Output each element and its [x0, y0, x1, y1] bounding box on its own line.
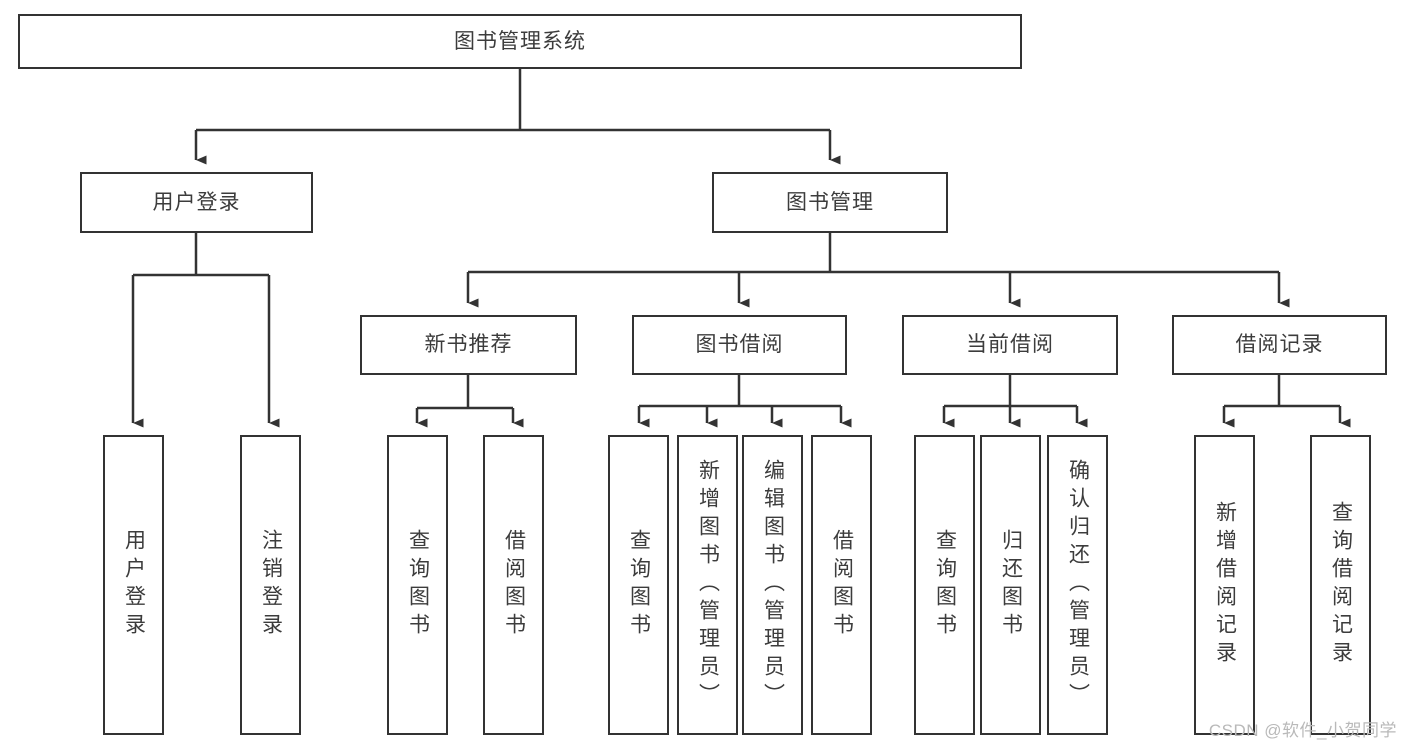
node-label: 借阅图书: [502, 529, 526, 641]
node-user-login[interactable]: 用户登录: [80, 172, 313, 233]
leaf-borrow-record-add[interactable]: 新增借阅记录: [1194, 435, 1255, 735]
node-label: 查询借阅记录: [1329, 501, 1353, 669]
leaf-borrow-record-query[interactable]: 查询借阅记录: [1310, 435, 1371, 735]
node-book-management[interactable]: 图书管理: [712, 172, 948, 233]
node-label: 新书推荐: [424, 333, 513, 357]
node-label: 借阅图书: [830, 529, 854, 641]
leaf-current-borrow-query[interactable]: 查询图书: [914, 435, 975, 735]
node-book-borrow[interactable]: 图书借阅: [632, 315, 847, 375]
leaf-book-borrow-borrow[interactable]: 借阅图书: [811, 435, 872, 735]
node-label: 确认归还（管理员）: [1066, 459, 1090, 711]
node-label: 新增图书（管理员）: [696, 459, 720, 711]
node-label: 编辑图书（管理员）: [761, 459, 785, 711]
node-label: 当前借阅: [966, 333, 1054, 357]
node-label: 归还图书: [999, 529, 1023, 641]
node-new-book-recommend[interactable]: 新书推荐: [360, 315, 577, 375]
node-label: 查询图书: [627, 529, 651, 641]
leaf-new-book-borrow[interactable]: 借阅图书: [483, 435, 544, 735]
node-label: 图书管理系统: [454, 29, 586, 53]
node-current-borrow[interactable]: 当前借阅: [902, 315, 1118, 375]
node-label: 图书借阅: [695, 333, 784, 357]
node-borrow-record[interactable]: 借阅记录: [1172, 315, 1387, 375]
leaf-user-login-login[interactable]: 用户登录: [103, 435, 164, 735]
leaf-book-borrow-query[interactable]: 查询图书: [608, 435, 669, 735]
node-label: 查询图书: [406, 529, 430, 641]
node-root-system[interactable]: 图书管理系统: [18, 14, 1022, 69]
node-label: 新增借阅记录: [1213, 501, 1237, 669]
leaf-book-borrow-add[interactable]: 新增图书（管理员）: [677, 435, 738, 735]
node-label: 查询图书: [933, 529, 957, 641]
node-label: 图书管理: [786, 190, 874, 214]
leaf-user-login-logout[interactable]: 注销登录: [240, 435, 301, 735]
leaf-current-borrow-return[interactable]: 归还图书: [980, 435, 1041, 735]
watermark-text: CSDN @软件_小贺同学: [1208, 721, 1397, 740]
leaf-new-book-query[interactable]: 查询图书: [387, 435, 448, 735]
node-label: 注销登录: [259, 529, 283, 641]
leaf-book-borrow-edit[interactable]: 编辑图书（管理员）: [742, 435, 803, 735]
node-label: 用户登录: [122, 529, 146, 641]
node-label: 借阅记录: [1235, 333, 1324, 357]
node-label: 用户登录: [152, 190, 241, 214]
leaf-current-borrow-confirm-return[interactable]: 确认归还（管理员）: [1047, 435, 1108, 735]
